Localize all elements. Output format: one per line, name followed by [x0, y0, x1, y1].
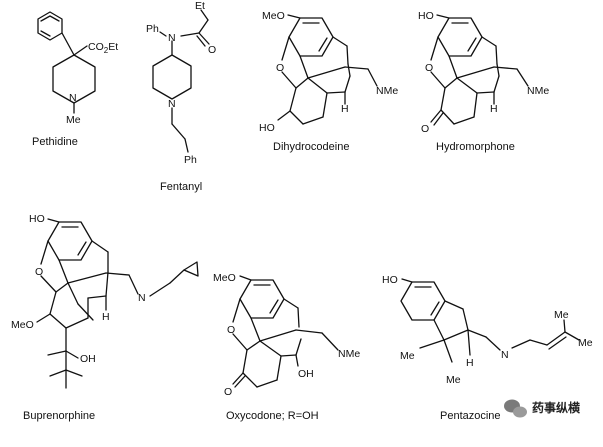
hydromorphone-ho-label: HO — [418, 10, 434, 22]
buprenorphine-oh-label: OH — [80, 353, 96, 365]
buprenorphine-h-label: H — [102, 311, 110, 323]
pethidine-me-label: Me — [66, 114, 81, 126]
pentazocine-me3-label: Me — [554, 309, 569, 321]
pethidine-ester-label: CO2Et — [88, 41, 118, 55]
buprenorphine-meo-label: MeO — [11, 319, 34, 331]
fentanyl-et-label: Et — [195, 0, 205, 12]
fentanyl-ring-n-label: N — [168, 98, 176, 110]
dihydrocodeine-h-label: H — [341, 103, 349, 115]
hydromorphone-nme-label: NMe — [527, 85, 549, 97]
fentanyl-ph-top-label: Ph — [146, 23, 159, 35]
pethidine-structure: CO2Et N Me Pethidine — [32, 11, 118, 148]
hydromorphone-h-label: H — [490, 103, 498, 115]
wechat-watermark: 药事纵横 — [504, 399, 581, 418]
pentazocine-structure: HO Me Me H N Me Me Pentazocine — [382, 274, 593, 422]
oxycodone-oh-label: OH — [298, 368, 314, 380]
fentanyl-o-label: O — [208, 44, 216, 56]
oxycodone-o-bridge-label: O — [227, 324, 235, 336]
hydromorphone-name: Hydromorphone — [436, 141, 515, 153]
oxycodone-name: Oxycodone; R=OH — [226, 410, 319, 422]
hydromorphone-o-bridge-label: O — [425, 62, 433, 74]
buprenorphine-name: Buprenorphine — [23, 410, 95, 422]
wechat-icon — [504, 399, 527, 418]
dihydrocodeine-name: Dihydrocodeine — [273, 141, 349, 153]
dihydrocodeine-structure: MeO O H NMe HO Dihydrocodeine — [259, 10, 398, 153]
dihydrocodeine-o-label: O — [276, 62, 284, 74]
fentanyl-ph-bottom-label: Ph — [184, 154, 197, 166]
oxycodone-structure: MeO O NMe OH O Oxycodone; R=OH — [213, 272, 360, 422]
hydromorphone-structure: HO O H NMe O Hydromorphone — [418, 10, 549, 153]
pentazocine-me2-label: Me — [446, 374, 461, 386]
pentazocine-name: Pentazocine — [440, 410, 501, 422]
pentazocine-n-label: N — [501, 349, 509, 361]
pethidine-name: Pethidine — [32, 136, 78, 148]
pethidine-n-label: N — [69, 92, 77, 104]
pentazocine-h-label: H — [466, 357, 474, 369]
fentanyl-structure: Et Ph N O N Ph Fentanyl — [146, 0, 216, 193]
pentazocine-me4-label: Me — [578, 337, 593, 349]
oxycodone-o-ketone-label: O — [224, 386, 232, 398]
dihydrocodeine-nme-label: NMe — [376, 85, 398, 97]
pentazocine-me1-label: Me — [400, 350, 415, 362]
buprenorphine-o-label: O — [35, 266, 43, 278]
watermark-text: 药事纵横 — [532, 400, 581, 415]
dihydrocodeine-ho-label: HO — [259, 122, 275, 134]
hydromorphone-o-ketone-label: O — [421, 123, 429, 135]
pentazocine-ho-label: HO — [382, 274, 398, 286]
oxycodone-nme-label: NMe — [338, 348, 360, 360]
dihydrocodeine-meo-label: MeO — [262, 10, 285, 22]
fentanyl-amide-n-label: N — [168, 32, 176, 44]
buprenorphine-n-label: N — [138, 292, 146, 304]
buprenorphine-structure: HO O N H MeO OH Buprenorphine — [11, 213, 199, 422]
oxycodone-meo-label: MeO — [213, 272, 236, 284]
buprenorphine-ho-label: HO — [29, 213, 45, 225]
fentanyl-name: Fentanyl — [160, 181, 202, 193]
